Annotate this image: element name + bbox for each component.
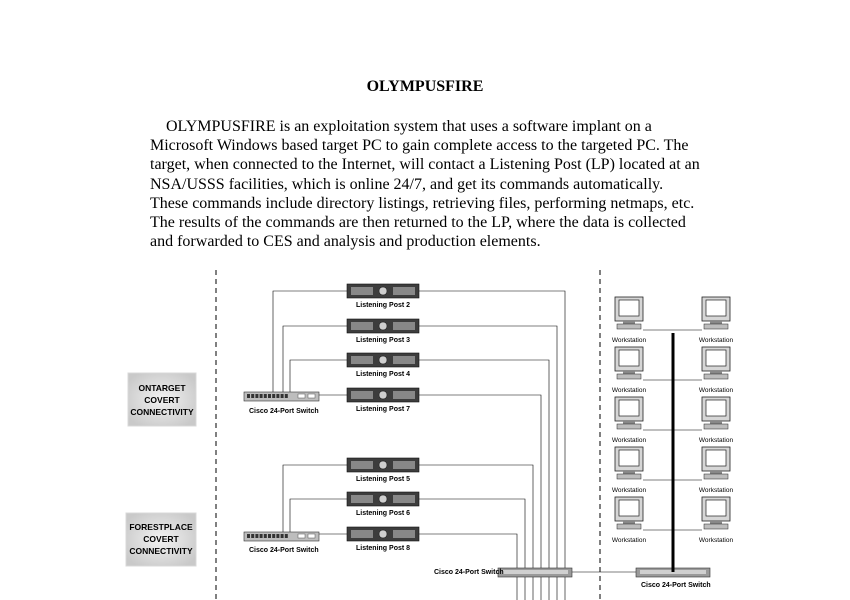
wire (419, 394, 542, 600)
paragraph-line: The results of the commands are then ret… (150, 214, 686, 232)
document-paragraph: OLYMPUSFIRE is an exploitation system th… (150, 117, 740, 251)
wire (419, 325, 558, 600)
workstation-label: Workstation (699, 437, 734, 444)
listening-post-label: Listening Post 2 (356, 302, 410, 309)
workstation-label: Workstation (612, 487, 647, 494)
wire (272, 290, 347, 392)
switch-label: Cisco 24-Port Switch (434, 569, 504, 576)
listening-post-server: Listening Post 4 (346, 352, 420, 378)
workstation-icon: Workstation (612, 296, 673, 344)
listening-post-label: Listening Post 3 (356, 337, 410, 344)
wire (419, 464, 534, 600)
switch-icon (243, 391, 320, 402)
document-title: OLYMPUSFIRE (366, 78, 484, 95)
workstation-label: Workstation (699, 537, 734, 544)
listening-post-label: Listening Post 5 (356, 476, 410, 483)
listening-post-label: Listening Post 8 (356, 545, 410, 552)
paragraph-line: Microsoft Windows based target PC to gai… (150, 137, 689, 155)
workstation-label: Workstation (699, 487, 734, 494)
workstation-icon: Workstation (673, 346, 734, 394)
wire (289, 498, 347, 532)
listening-post-server: Listening Post 2 (346, 283, 420, 309)
paragraph-line: OLYMPUSFIRE is an exploitation system th… (166, 118, 652, 135)
wire (419, 533, 518, 600)
workstation-icon: Workstation (673, 446, 734, 494)
switch-icon (243, 531, 320, 542)
listening-post-server: Listening Post 8 (346, 526, 420, 552)
cloud-label: CONNECTIVITY (129, 546, 193, 556)
cloud-label: COVERT (143, 534, 179, 544)
workstation-icon: Workstation (612, 446, 673, 494)
workstation-icon: Workstation (673, 396, 734, 444)
wire (419, 290, 566, 600)
wire (282, 325, 347, 392)
workstation-label: Workstation (612, 337, 647, 344)
cloud-label: CONNECTIVITY (130, 407, 194, 417)
listening-post-label: Listening Post 4 (356, 371, 410, 378)
switch-label: Cisco 24-Port Switch (249, 547, 319, 554)
wire (419, 359, 550, 600)
workstation-icon: Workstation (673, 296, 734, 344)
cloud-ontarget: ONTARGET COVERT CONNECTIVITY (127, 372, 197, 427)
paragraph-line: target, when connected to the Internet, … (150, 156, 700, 174)
listening-post-server: Listening Post 3 (346, 318, 420, 344)
switch-label: Cisco 24-Port Switch (641, 582, 711, 589)
paragraph-line: and forwarded to CES and analysis and pr… (150, 233, 541, 251)
workstation-icon: Workstation (612, 346, 673, 394)
cloud-forestplace: FORESTPLACE COVERT CONNECTIVITY (125, 512, 197, 567)
wire (419, 498, 526, 600)
paragraph-line: These commands include directory listing… (150, 194, 695, 212)
connection-lines (272, 290, 636, 600)
listening-post-server: Listening Post 5 (346, 457, 420, 483)
listening-post-server: Listening Post 6 (346, 491, 420, 517)
workstation-label: Workstation (699, 387, 734, 394)
wire (289, 359, 347, 392)
workstation-label: Workstation (699, 337, 734, 344)
workstation-icon: Workstation (612, 396, 673, 444)
workstation-icon: Workstation (612, 496, 673, 544)
workstation-label: Workstation (612, 387, 647, 394)
cloud-label: FORESTPLACE (129, 522, 193, 532)
listening-post-label: Listening Post 7 (356, 406, 410, 413)
paragraph-line: NSA/USSS facilities, which is online 24/… (150, 175, 664, 193)
listening-post-label: Listening Post 6 (356, 510, 410, 517)
listening-post-server: Listening Post 7 (346, 387, 420, 413)
workstation-icon: Workstation (673, 496, 734, 544)
wire (282, 464, 347, 532)
switch-label: Cisco 24-Port Switch (249, 408, 319, 415)
workstation-label: Workstation (612, 537, 647, 544)
workstation-label: Workstation (612, 437, 647, 444)
switch-center (497, 567, 573, 578)
cloud-label: ONTARGET (138, 383, 186, 393)
cloud-label: COVERT (144, 395, 180, 405)
